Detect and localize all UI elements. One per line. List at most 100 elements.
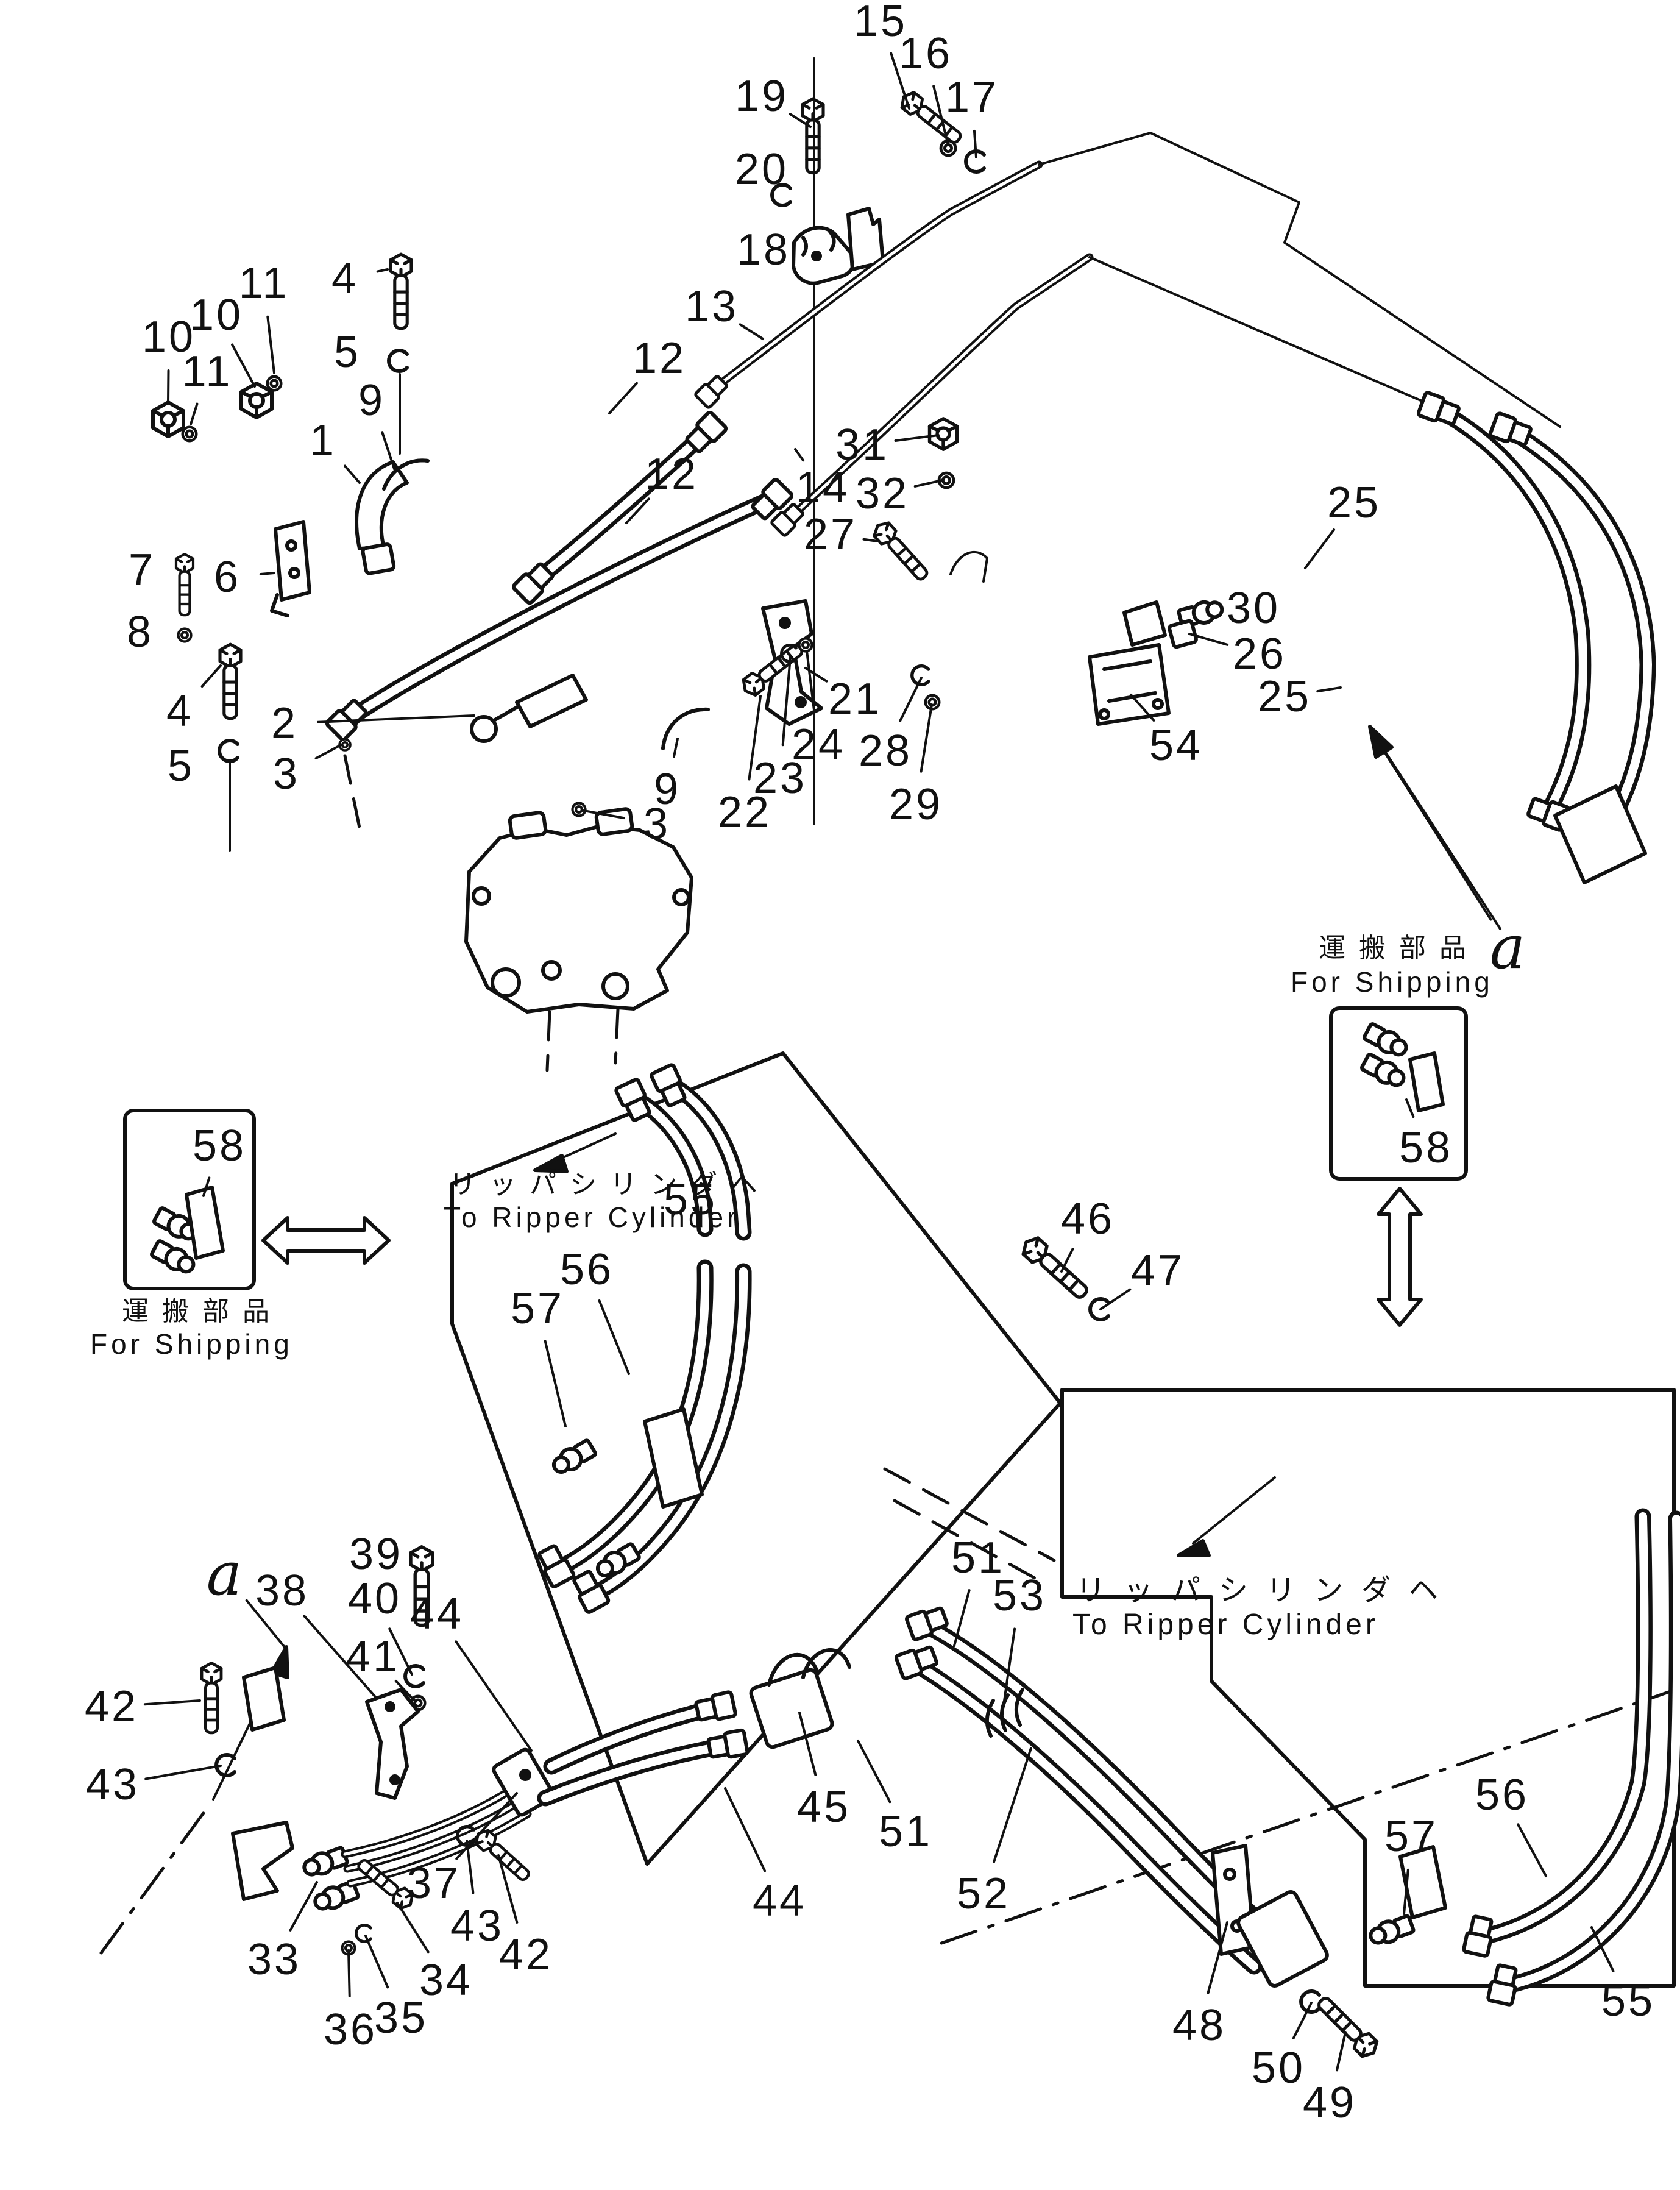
flag-57-right: [1398, 1845, 1447, 1919]
leader-line-44: [455, 1640, 533, 1752]
part-number-25: 25: [1327, 478, 1381, 527]
snap-ring-50: [1301, 1991, 1319, 2012]
part-number-42: 42: [84, 1682, 139, 1731]
center-pentagon-outline: [450, 1051, 1062, 1866]
part-number-5: 5: [333, 328, 361, 377]
part-number-10: 10: [189, 291, 244, 340]
part-number-3: 3: [272, 750, 300, 798]
leader-line-27: [862, 538, 879, 542]
hose-51-lower: [909, 1657, 1263, 1975]
hose-44-upper: [543, 1699, 723, 1775]
part-number-24: 24: [791, 720, 846, 769]
part-number-52: 52: [956, 1869, 1011, 1918]
leader-line-26: [1188, 633, 1229, 646]
part-number-37: 37: [406, 1859, 461, 1908]
leader-line-29: [920, 703, 933, 773]
leader-line-43: [466, 1840, 475, 1894]
part-number-4: 4: [331, 254, 359, 303]
leader-line-49: [1336, 2031, 1347, 2072]
part-number-44: 44: [752, 1877, 807, 1925]
part-number-7: 7: [128, 546, 156, 594]
right-shipping-group-outline: [1060, 1388, 1676, 1988]
bracket-33-plate: [231, 1821, 294, 1901]
bracket-38: [365, 1688, 420, 1800]
part-number-49: 49: [1302, 2078, 1357, 2127]
leader-line-a: [1369, 728, 1492, 921]
part-number-19: 19: [734, 72, 789, 121]
leader-line-25: [1316, 686, 1342, 693]
flag-bottom-left: [242, 1666, 286, 1732]
o-ring-3-right: [573, 803, 586, 816]
leader-line-19: [789, 113, 812, 128]
hose-25-left: [1430, 401, 1592, 819]
swap-arrow-vertical-icon: [1377, 1187, 1423, 1327]
hose-55-fitting-bottom: [536, 1544, 574, 1588]
tube-14: [777, 253, 1094, 530]
washer-11-right: [268, 377, 282, 391]
leader-line-57: [1403, 1868, 1409, 1915]
part-number-53: 53: [992, 1571, 1047, 1620]
elbow-33-upper: [301, 1846, 348, 1880]
leader-line-13: [739, 323, 764, 340]
clamp-18: [792, 226, 856, 285]
axis-line-bottom-right: [940, 1688, 1678, 1945]
flag-57-center: [643, 1407, 704, 1509]
ripper-cylinder-label-ja-right: リッパシリンダヘ: [1076, 1574, 1457, 1607]
leader-line-44: [724, 1787, 767, 1872]
part-number-47: 47: [1130, 1246, 1185, 1295]
part-number-1: 1: [309, 416, 337, 465]
leader-line-15: [890, 52, 910, 110]
part-number-56: 56: [559, 1245, 614, 1294]
leader-lines: [143, 52, 1615, 2072]
part-number-a: a: [206, 1540, 245, 1609]
hose-44-fitting-lower: [707, 1730, 748, 1760]
part-number-6: 6: [213, 553, 241, 602]
leader-line-16: [932, 85, 949, 146]
part-number-54: 54: [1149, 721, 1203, 770]
part-number-32: 32: [855, 469, 910, 518]
leader-line-23: [781, 656, 792, 747]
part-number-36: 36: [323, 2005, 378, 2054]
leader-line-24: [806, 650, 816, 713]
hose-12-upper: [528, 425, 712, 589]
part-number-39: 39: [349, 1530, 403, 1579]
part-number-9: 9: [653, 765, 681, 814]
elbow-57-right: [1367, 1914, 1414, 1948]
bolt-49: [1314, 1993, 1381, 2060]
leader-line-3: [314, 744, 342, 760]
leader-line-6: [259, 572, 275, 576]
leader-line-28: [899, 677, 923, 722]
nut-10-left: [153, 402, 183, 436]
part-number-8: 8: [126, 608, 154, 656]
washer-8: [179, 629, 191, 642]
for-shipping-label-ja-left: 運搬部品: [122, 1296, 283, 1326]
bolt-4-upper: [391, 254, 411, 329]
leader-line-10: [231, 343, 256, 388]
part-number-4: 4: [166, 687, 194, 736]
leader-line-17: [973, 129, 977, 158]
part-number-55: 55: [663, 1175, 718, 1224]
flag-58-left: [185, 1186, 225, 1260]
part-number-20: 20: [734, 145, 789, 194]
bolt-42-right: [472, 1827, 533, 1884]
elbow-57-center-1: [550, 1438, 597, 1477]
part-number-35: 35: [374, 1994, 428, 2042]
leader-line-12: [608, 382, 638, 414]
part-number-33: 33: [247, 1935, 302, 1984]
direction-arrow-right-box: [1177, 1476, 1276, 1557]
hose-25-right: [1501, 422, 1656, 836]
bolt-4-lower: [220, 644, 241, 719]
part-number-41: 41: [346, 1632, 400, 1681]
part-number-43: 43: [85, 1760, 140, 1809]
tube-13: [701, 160, 1043, 399]
leader-line-58: [1405, 1098, 1415, 1118]
snap-ring-5-upper: [389, 350, 407, 371]
leader-line-9: [381, 431, 396, 472]
hose-55-right-fitting: [1463, 1916, 1495, 1957]
leader-line-42: [143, 1699, 201, 1706]
part-number-14: 14: [795, 463, 850, 512]
leader-line-56: [1517, 1823, 1547, 1877]
spool-centerline-left: [343, 754, 363, 836]
elbow-fitting-9-lower: [661, 707, 710, 750]
lever-1: [355, 460, 409, 575]
